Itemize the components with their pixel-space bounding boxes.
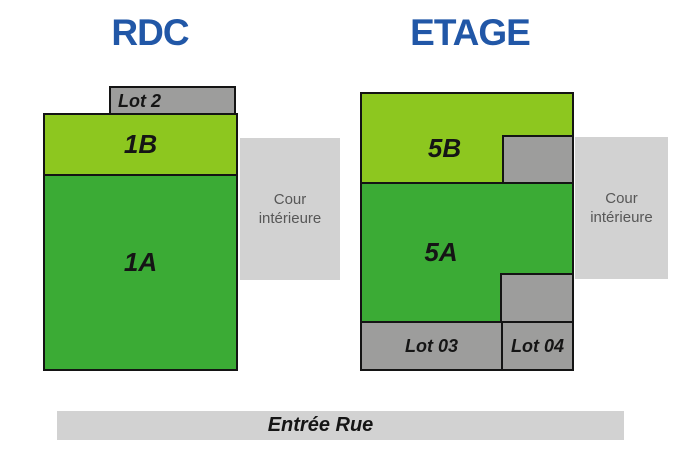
lot-2-box: Lot 2 — [109, 86, 236, 116]
inner-court-etage: Cour intérieure — [575, 137, 668, 279]
unit-1a-box: 1A — [43, 174, 238, 371]
lot-2-label: Lot 2 — [118, 90, 161, 111]
street-entrance-bar: Entrée Rue — [57, 411, 624, 440]
street-entrance-label: Entrée Rue — [267, 414, 374, 436]
unit-1b-box: 1B — [43, 113, 238, 176]
lot-03-label: Lot 03 — [404, 335, 458, 356]
lot-03-box: Lot 03 — [360, 321, 503, 371]
lot-04-label: Lot 04 — [510, 335, 564, 356]
etage-floor-title: ETAGE — [410, 12, 531, 53]
inner-court-rdc: Cour intérieure — [240, 138, 340, 280]
rdc-floor-title: RDC — [111, 12, 189, 53]
inner-court-etage-label-line1: Cour — [605, 190, 638, 207]
unit-1a-label: 1A — [123, 246, 158, 277]
inner-court-rdc-label-line1: Cour — [273, 191, 307, 208]
inner-court-rdc-label-line2: intérieure — [258, 210, 322, 227]
inner-court-etage-label-line2: intérieure — [590, 209, 653, 226]
unit-1b-label: 1B — [123, 129, 158, 159]
unit-5a-label: 5A — [424, 237, 458, 267]
unit-5b-label: 5B — [427, 132, 462, 163]
gray-annex-5a-box — [500, 273, 574, 323]
gray-annex-5b-box — [502, 135, 574, 184]
lot-04-box: Lot 04 — [501, 321, 574, 371]
